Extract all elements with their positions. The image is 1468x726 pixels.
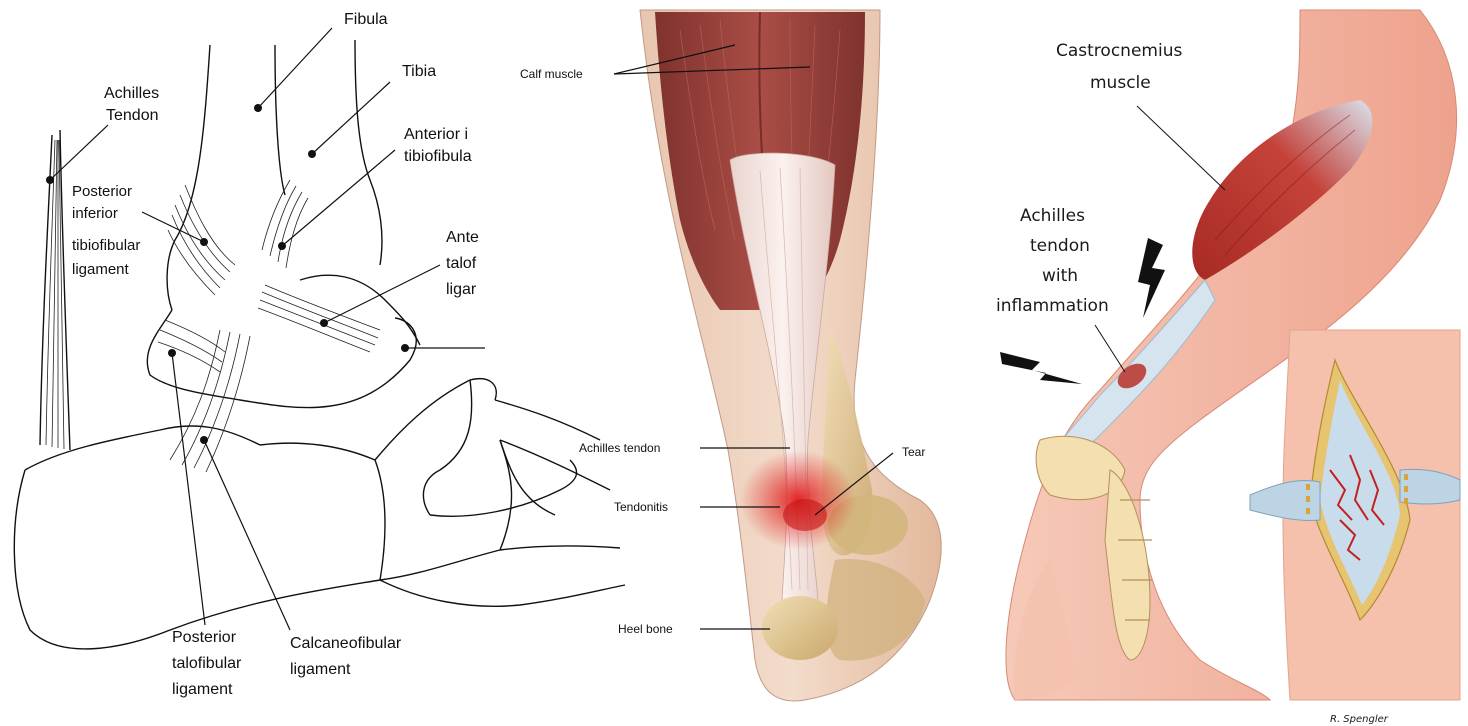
label-posterior-inf-4: ligament [72, 261, 130, 278]
ligament-panel: Fibula Tibia Achilles Tendon Anterior i … [14, 11, 625, 698]
label-achilles-tendon: Achilles tendon [579, 441, 660, 455]
posterior-talofibular-fibers [158, 320, 225, 372]
label-tibia: Tibia [402, 63, 436, 80]
label-achilles-inflam-1: Achilles [1020, 206, 1085, 226]
inflammation-panel: Castrocnemius muscle Achilles tendon wit… [996, 10, 1460, 725]
pain-bolt-icon [1000, 352, 1082, 384]
label-ante-talo-2: talof [446, 255, 477, 272]
label-calf-muscle: Calf muscle [520, 67, 583, 81]
label-post-talo-1: Posterior [172, 629, 237, 646]
artist-signature: R. Spengler [1330, 714, 1389, 725]
label-calcaneo-2: ligament [290, 661, 351, 678]
label-achilles-inflam-4: inflammation [996, 296, 1109, 316]
label-anterior-inf-1: Anterior i [404, 126, 468, 143]
label-achilles-inflam-2: tendon [1030, 236, 1090, 256]
label-posterior-inf-1: Posterior [72, 183, 132, 200]
pain-bolt-icon [1138, 238, 1165, 318]
label-gastrocnemius-2: muscle [1090, 73, 1151, 93]
label-anterior-inf-2: tibiofibula [404, 148, 472, 165]
label-posterior-inf-3: tibiofibular [72, 237, 140, 254]
label-posterior-inf-2: inferior [72, 205, 118, 222]
anterior-talofibular-fibers [258, 285, 380, 352]
label-ante-talo-1: Ante [446, 229, 479, 246]
label-fibula: Fibula [344, 11, 388, 28]
label-post-talo-3: ligament [172, 681, 233, 698]
label-calcaneo-1: Calcaneofibular [290, 635, 402, 652]
label-post-talo-2: talofibular [172, 655, 242, 672]
label-ante-talo-3: ligar [446, 281, 477, 298]
calf-panel: Calf muscle Achilles tendon Tendonitis T… [520, 10, 941, 701]
label-achilles-inflam-3: with [1042, 266, 1078, 286]
label-gastrocnemius-1: Castrocnemius [1056, 41, 1182, 61]
label-heel-bone: Heel bone [618, 622, 673, 636]
label-tear: Tear [902, 445, 925, 459]
label-tendonitis: Tendonitis [614, 500, 668, 514]
label-achilles-1: Achilles [104, 85, 159, 102]
label-achilles-2: Tendon [106, 107, 159, 124]
